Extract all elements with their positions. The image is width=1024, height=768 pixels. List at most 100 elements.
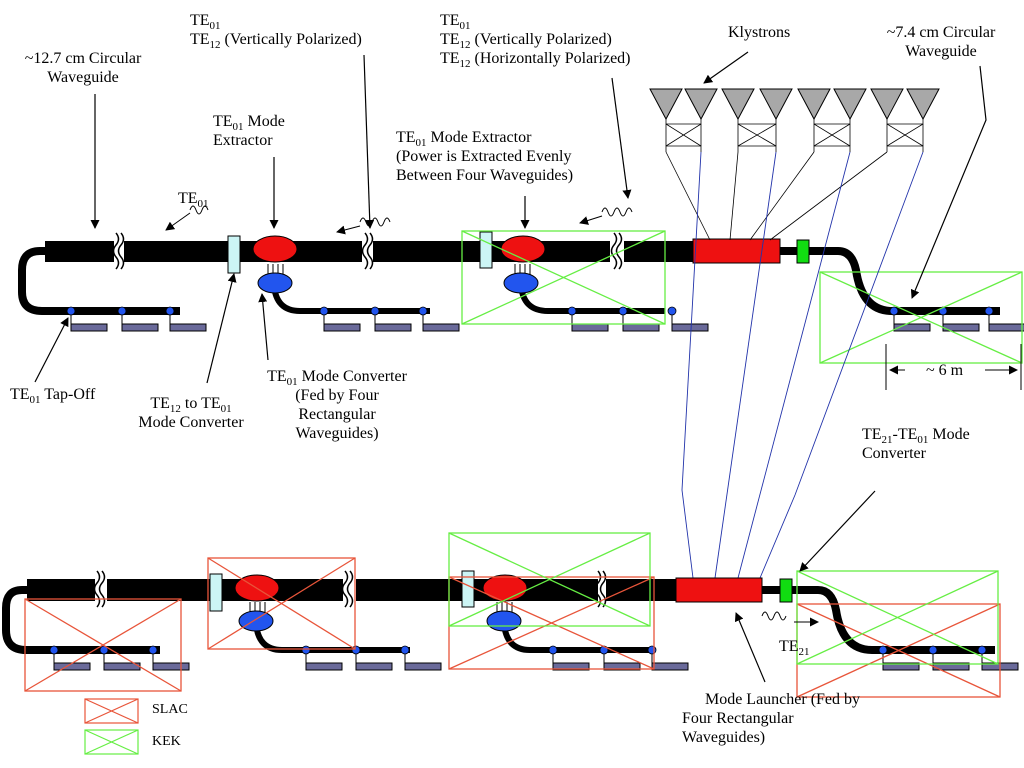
mode-te: TE — [396, 129, 416, 146]
mode-sub: 01 — [415, 137, 427, 150]
kek-box-top-2 — [819, 271, 1023, 364]
label-klystrons: Klystrons — [728, 23, 790, 42]
mode-desc: -TE — [892, 426, 918, 443]
te01-extractor-1 — [252, 235, 298, 294]
label-te01-mode-extractor-1: TE01 Mode Extractor — [213, 112, 285, 150]
label-line: Waveguide — [905, 43, 977, 60]
legend-text: SLAC — [152, 702, 188, 717]
label-text: Klystrons — [728, 24, 791, 41]
mode-te: TE — [10, 386, 30, 403]
mode-desc: Mode — [928, 426, 970, 443]
label-te01-mode-converter: TE01 Mode Converter (Fed by Four Rectang… — [243, 367, 431, 443]
bottom-te12-te01-converter-2 — [461, 570, 475, 608]
mode-desc: (Vertically Polarized) — [220, 31, 362, 48]
label-te12-to-te01-converter: TE12 to TE01 Mode Converter — [118, 394, 264, 432]
klystrons-group — [649, 88, 940, 579]
top-tapoff-ports — [70, 323, 1024, 332]
kek-box-top-1 — [461, 230, 666, 325]
mode-sub: 21 — [798, 646, 810, 659]
bottom-te01-extractor-1 — [234, 574, 280, 632]
te01-extractor-2 — [500, 235, 546, 294]
mode-desc: to TE — [180, 395, 221, 412]
mode-desc: Mode Converter — [297, 368, 407, 385]
mode-te: TE — [779, 638, 799, 655]
mode-launcher-top — [692, 238, 781, 264]
label-line: Waveguides) — [295, 425, 379, 442]
mode-te: TE — [267, 368, 287, 385]
mode-sub: 01 — [29, 394, 41, 407]
label-line: Converter — [862, 445, 926, 462]
mode-desc: Mode — [243, 113, 285, 130]
label-te01-tapoff: TE01 Tap-Off — [10, 385, 96, 407]
annotation-arrows — [34, 51, 987, 683]
mode-sub: 01 — [917, 434, 929, 447]
legend-slac-label: SLAC — [152, 702, 188, 718]
label-line: Mode Converter — [138, 414, 244, 431]
label-circular-waveguide-74: ~7.4 cm Circular Waveguide — [866, 23, 1016, 61]
te21-te01-converter-top — [796, 239, 810, 264]
label-six-meters: ~ 6 m — [926, 361, 963, 380]
slac-box-bottom-1 — [24, 598, 182, 692]
mode-sub: 01 — [220, 403, 232, 416]
label-te01-te12-vertical-horizontal: TE01 TE12 (Vertically Polarized) TE12 (H… — [440, 11, 631, 71]
mode-te: TE — [440, 50, 460, 67]
bottom-tapoff-connectors — [53, 650, 983, 663]
label-te21-wave: TE21 — [779, 637, 810, 659]
label-te21-te01-converter: TE21-TE01 Mode Converter — [862, 425, 970, 463]
label-circular-waveguide-127: ~12.7 cm Circular Waveguide — [8, 49, 158, 87]
mode-desc: Tap-Off — [40, 386, 96, 403]
legend-text: KEK — [152, 734, 181, 749]
te21-te01-converter-bottom — [779, 578, 793, 603]
label-line: Extractor — [213, 132, 273, 149]
mode-sub: 12 — [459, 58, 471, 71]
kek-box-bottom-1 — [448, 532, 651, 627]
label-line: (Fed by Four — [295, 387, 379, 404]
te12-te01-converter-2 — [479, 231, 493, 269]
mode-te: TE — [190, 12, 210, 29]
mode-desc: Mode Extractor — [426, 129, 532, 146]
mode-sub: 12 — [209, 39, 221, 52]
bottom-te01-extractor-2 — [482, 574, 528, 632]
legend-kek-label: KEK — [152, 734, 181, 750]
mode-te: TE — [213, 113, 233, 130]
label-line: Rectangular — [298, 406, 376, 423]
mode-sub: 01 — [197, 198, 209, 211]
label-line: ~12.7 cm Circular — [24, 50, 142, 67]
mode-sub: 12 — [459, 39, 471, 52]
mode-sub: 01 — [209, 20, 221, 33]
label-line: Waveguides) — [682, 729, 766, 746]
label-line: Waveguide — [47, 69, 119, 86]
label-line: Mode Launcher (Fed by — [704, 691, 861, 708]
label-te01-wave-top: TE01 — [178, 189, 209, 211]
legend-kek-swatch — [84, 729, 139, 755]
label-line: Between Four Waveguides) — [396, 167, 574, 184]
bottom-tapoff-dots — [49, 645, 987, 655]
kek-box-bottom-2 — [796, 570, 999, 665]
wave-symbols — [165, 205, 819, 627]
mode-te: TE — [440, 12, 460, 29]
mode-te: TE — [178, 190, 198, 207]
mode-te: TE — [190, 31, 210, 48]
mode-sub: 12 — [169, 403, 181, 416]
label-line: ~7.4 cm Circular — [886, 24, 996, 41]
six-meter-dimension — [885, 344, 1022, 390]
mode-desc: (Horizontally Polarized) — [470, 50, 631, 67]
top-waveguide-line — [18, 232, 1000, 315]
mode-te: TE — [440, 31, 460, 48]
top-tapoff-dots — [66, 306, 994, 316]
label-line: (Power is Extracted Evenly — [396, 148, 572, 165]
label-text: ~ 6 m — [926, 362, 964, 379]
label-te01-te12-vertical: TE01 TE12 (Vertically Polarized) — [190, 11, 362, 52]
slac-box-bottom-2 — [207, 557, 356, 650]
mode-launcher-bottom — [675, 577, 763, 603]
mode-sub: 01 — [232, 121, 244, 134]
legend-slac-swatch — [84, 698, 139, 724]
bottom-te12-te01-converter-1 — [209, 573, 223, 612]
top-tapoff-connectors — [70, 311, 990, 324]
mode-te: TE — [150, 395, 170, 412]
te12-te01-converter-1 — [227, 235, 241, 274]
mode-sub: 01 — [286, 376, 298, 389]
mode-te: TE — [862, 426, 882, 443]
label-te01-mode-extractor-2: TE01 Mode Extractor (Power is Extracted … — [396, 128, 573, 185]
